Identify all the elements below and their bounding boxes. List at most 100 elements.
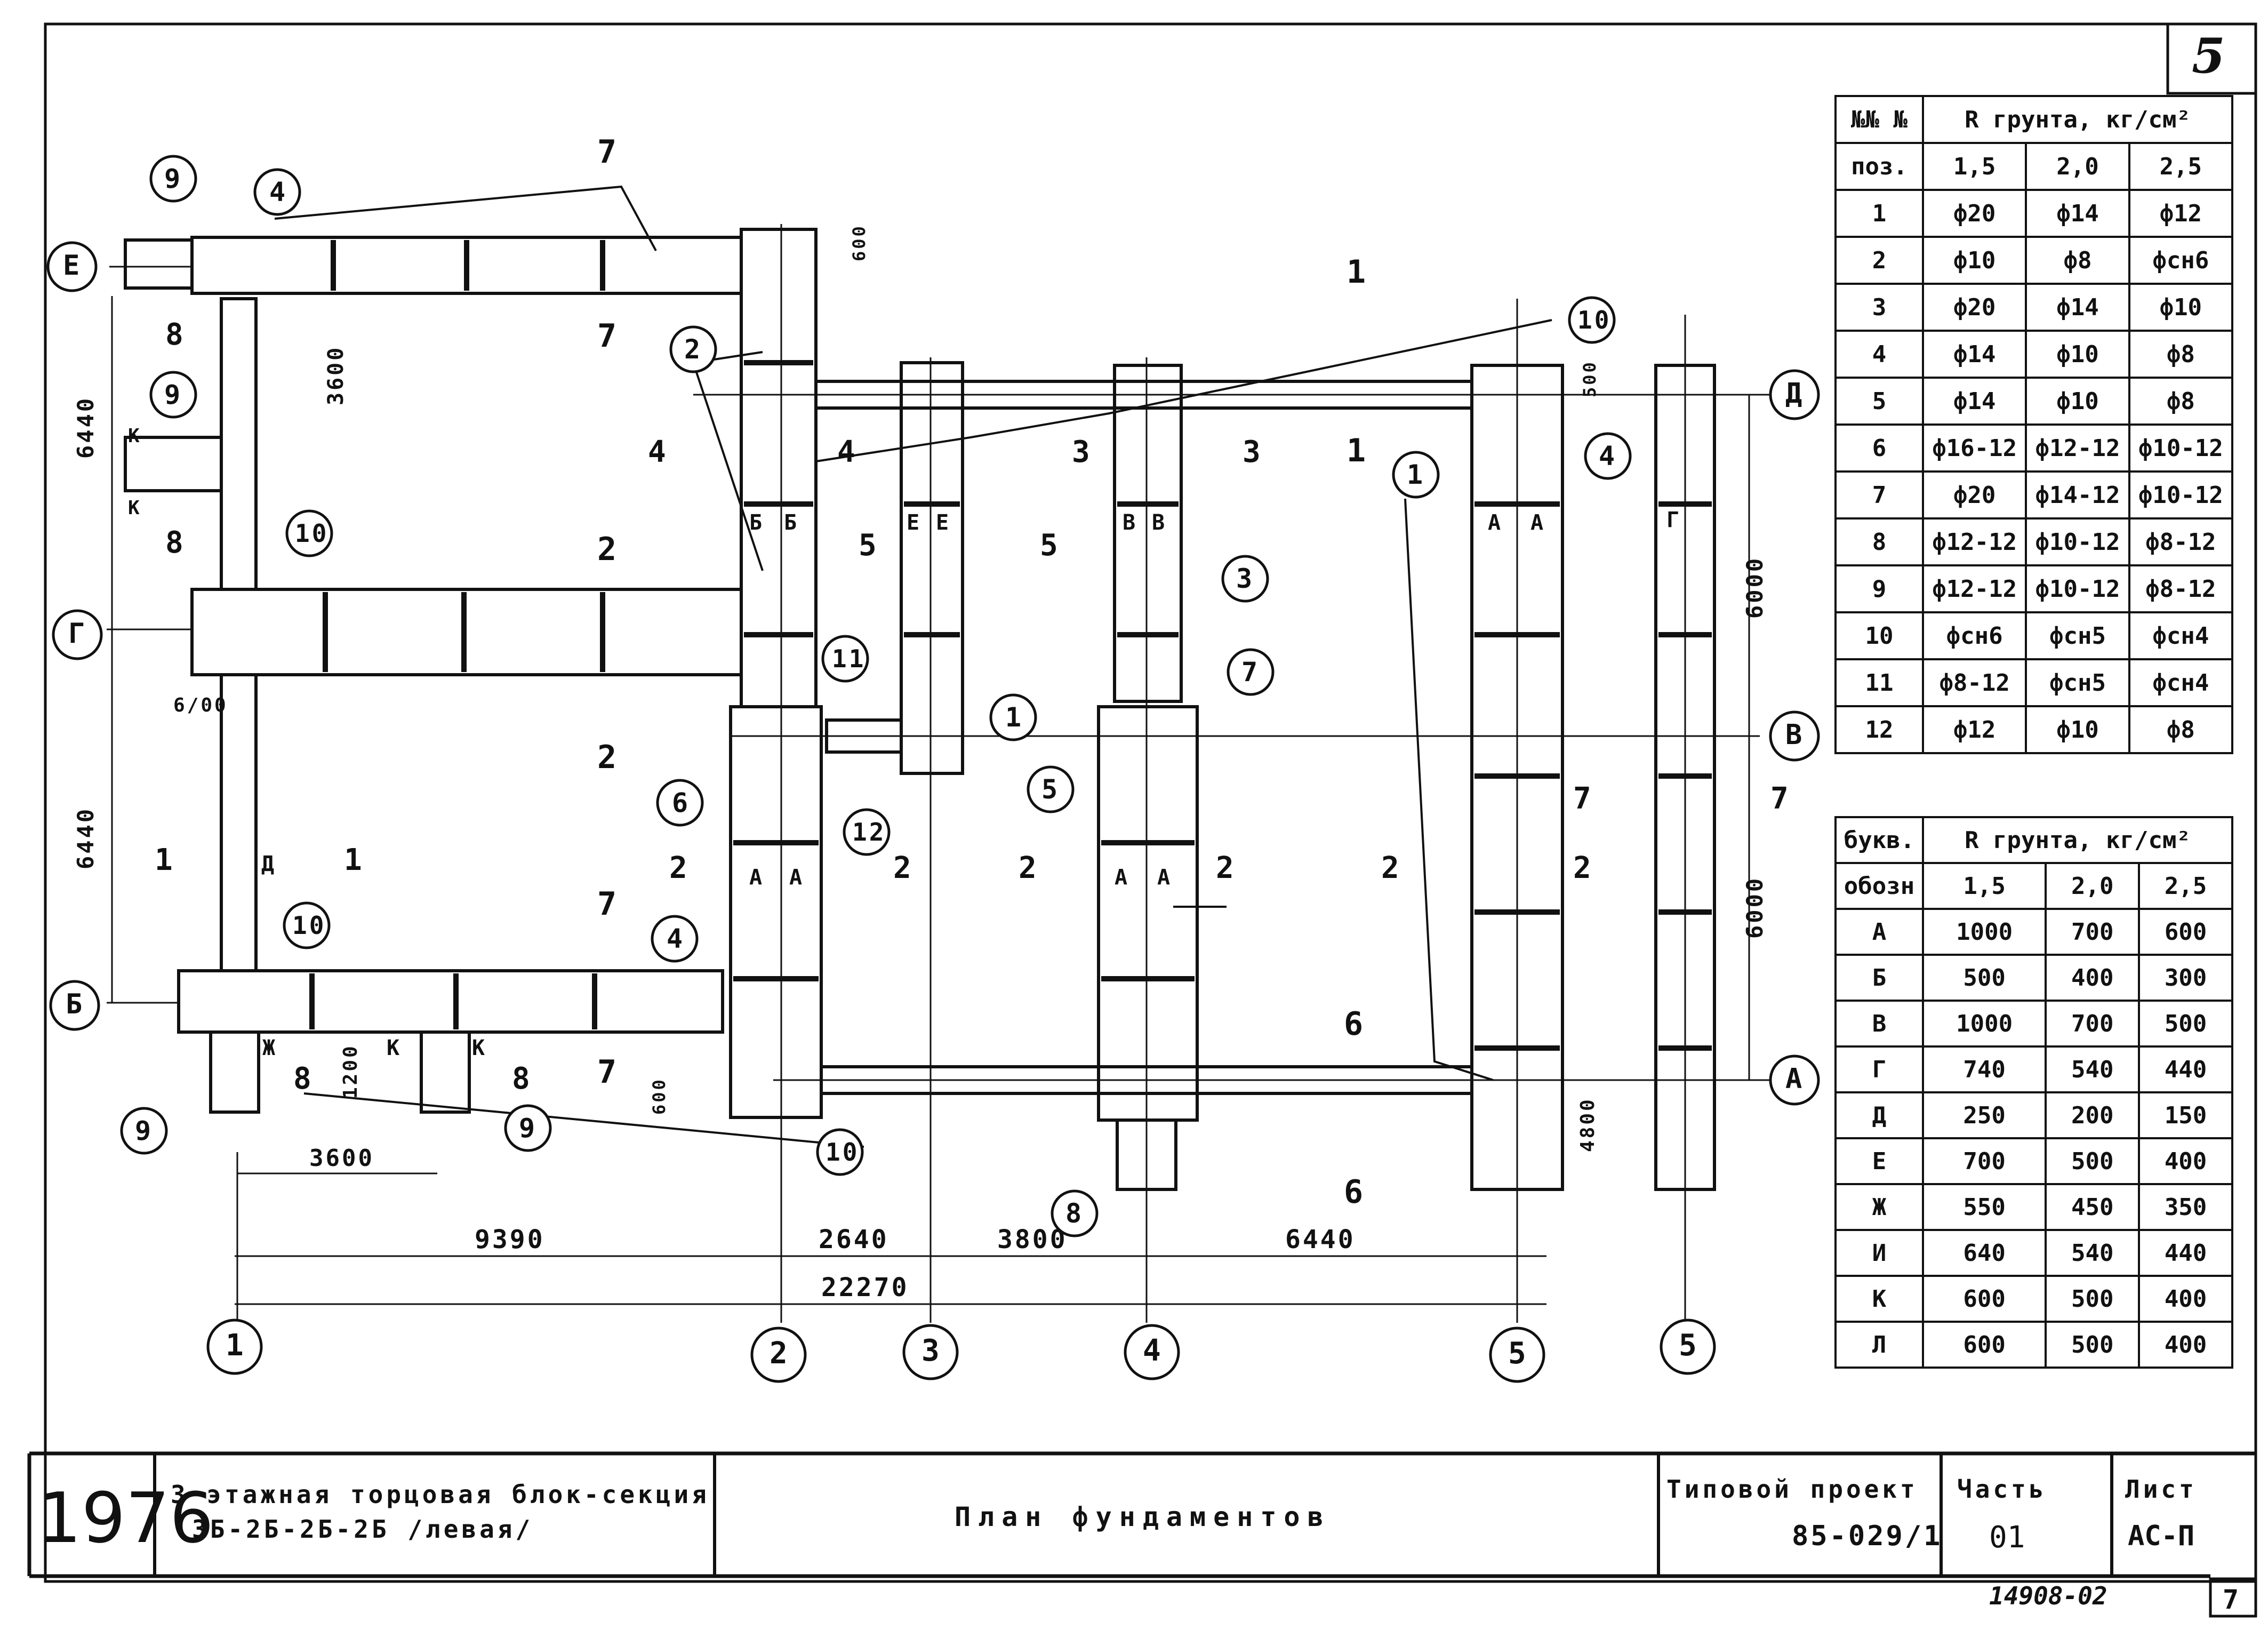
rebar-table-cell: 8 <box>1834 517 1924 566</box>
leader-lines <box>274 185 1552 1148</box>
letters-table-cell: Г <box>1834 1045 1924 1093</box>
letters-table-cell: А <box>1834 908 1924 956</box>
dimension-local: 3600 <box>309 1145 374 1172</box>
letters-table-cell: 700 <box>2045 908 2141 956</box>
rebar-table-cell: ф8-12 <box>2128 564 2234 613</box>
axis-bubble-label: Г <box>68 618 87 650</box>
letters-table-cell: 150 <box>2138 1091 2233 1139</box>
rebar-table-col: 2,0 <box>2025 142 2130 191</box>
dimension-local: 1200 <box>340 1044 362 1099</box>
letter-mark: К <box>387 1036 402 1060</box>
section-mark: 2 <box>1216 851 1236 885</box>
rebar-table-cell: фсн4 <box>2128 658 2234 707</box>
position-label: 1 <box>1407 459 1425 490</box>
position-label: 9 <box>519 1113 538 1144</box>
section-mark: 4 <box>648 435 668 469</box>
section-mark: 1 <box>1347 432 1368 469</box>
letters-table-cell: В <box>1834 1000 1924 1048</box>
section-mark: 5 <box>1040 528 1060 563</box>
rebar-table-cell: ф10-12 <box>2128 470 2234 520</box>
rebar-table-cell: фсн5 <box>2025 658 2130 707</box>
letters-table: букв. R грунта, кг/см² обозн 1,5 2,0 2,5… <box>1834 816 2233 1369</box>
letter-mark: К <box>472 1036 487 1060</box>
section-mark: 7 <box>1573 781 1593 816</box>
archive-number: 14908-02 <box>1989 1581 2107 1610</box>
rebar-table-cell: ф14-12 <box>2025 470 2130 520</box>
rebar-table-cell: фсн6 <box>2128 236 2234 285</box>
letters-table-cell: 600 <box>1921 1321 2047 1369</box>
letter-mark: Е <box>936 510 951 535</box>
letter-mark: К <box>128 425 142 447</box>
position-label: 4 <box>269 177 288 207</box>
position-label: 4 <box>1599 441 1617 472</box>
letters-table-cell: Д <box>1834 1091 1924 1139</box>
sheet-number: 5 <box>2192 28 2225 84</box>
position-label: 11 <box>832 644 866 673</box>
position-label: 9 <box>164 163 183 194</box>
position-label: 9 <box>135 1115 154 1146</box>
section-mark: 5 <box>859 528 879 563</box>
rebar-table-cell: ф8 <box>2128 377 2234 426</box>
rebar-table-cell: 3 <box>1834 283 1924 332</box>
position-label: 9 <box>164 379 183 410</box>
rebar-table-cell: 9 <box>1834 564 1924 613</box>
letters-table-cell: 440 <box>2138 1045 2233 1093</box>
letters-table-cell: 500 <box>2045 1321 2141 1369</box>
position-label: 2 <box>684 334 703 365</box>
letter-mark: Ж <box>262 1036 278 1060</box>
axis-bubble-label: 4 <box>1143 1333 1163 1368</box>
letters-table-cell: 250 <box>1921 1091 2047 1139</box>
letters-table-cell: 740 <box>1921 1045 2047 1093</box>
letters-table-cell: 200 <box>2045 1091 2141 1139</box>
letters-table-col: 2,5 <box>2138 862 2233 910</box>
drawing-border <box>44 22 2257 1583</box>
letters-table-cell: 500 <box>1921 954 2047 1002</box>
section-mark: 7 <box>597 1053 619 1091</box>
letters-table-cell: 500 <box>2045 1137 2141 1185</box>
position-label: 7 <box>1241 657 1260 688</box>
axis-bubble-label: 1 <box>226 1328 246 1363</box>
rebar-table-cell: 4 <box>1834 330 1924 379</box>
letters-table-header-letter2: обозн <box>1834 862 1924 910</box>
dimension-overall: 22270 <box>821 1273 909 1303</box>
letter-mark: Е <box>907 510 922 535</box>
rebar-table-cell: 6 <box>1834 424 1924 473</box>
rebar-table-cell: ф10-12 <box>2025 564 2130 613</box>
position-label: 8 <box>1065 1198 1084 1229</box>
dimension-left-span: 6440 <box>73 806 99 869</box>
rebar-table-cell: ф10 <box>2025 377 2130 426</box>
letters-table-cell: 640 <box>1921 1229 2047 1277</box>
rebar-table-cell: ф12-12 <box>2025 424 2130 473</box>
dimension-segment: 9390 <box>475 1225 545 1255</box>
letters-table-cell: 540 <box>2045 1229 2141 1277</box>
section-mark: 3 <box>1243 435 1263 469</box>
section-mark: 2 <box>893 851 913 885</box>
letter-mark: В <box>1152 510 1167 535</box>
rebar-table-cell: ф16-12 <box>1921 424 2027 473</box>
title-part-label: Часть <box>1957 1475 2047 1504</box>
section-mark: 2 <box>597 531 619 568</box>
rebar-table-cell: 2 <box>1834 236 1924 285</box>
rebar-table-cell: ф12 <box>1921 705 2027 754</box>
rebar-table-cell: ф14 <box>1921 377 2027 426</box>
letters-table-cell: 400 <box>2138 1137 2233 1185</box>
letter-mark: А <box>1530 510 1546 535</box>
section-mark: 1 <box>344 843 364 877</box>
dimension-local: 600 <box>849 224 869 261</box>
letters-table-cell: 440 <box>2138 1229 2233 1277</box>
position-label: 1 <box>1005 702 1024 733</box>
rebar-table-header-r: R грунта, кг/см² <box>1922 95 2233 144</box>
section-mark: 3 <box>1072 435 1092 469</box>
rebar-table-cell: 1 <box>1834 189 1924 238</box>
axis-bubble-label: Е <box>63 250 82 282</box>
axis-bubble-label: Б <box>66 988 85 1020</box>
position-label: 6 <box>672 787 691 818</box>
